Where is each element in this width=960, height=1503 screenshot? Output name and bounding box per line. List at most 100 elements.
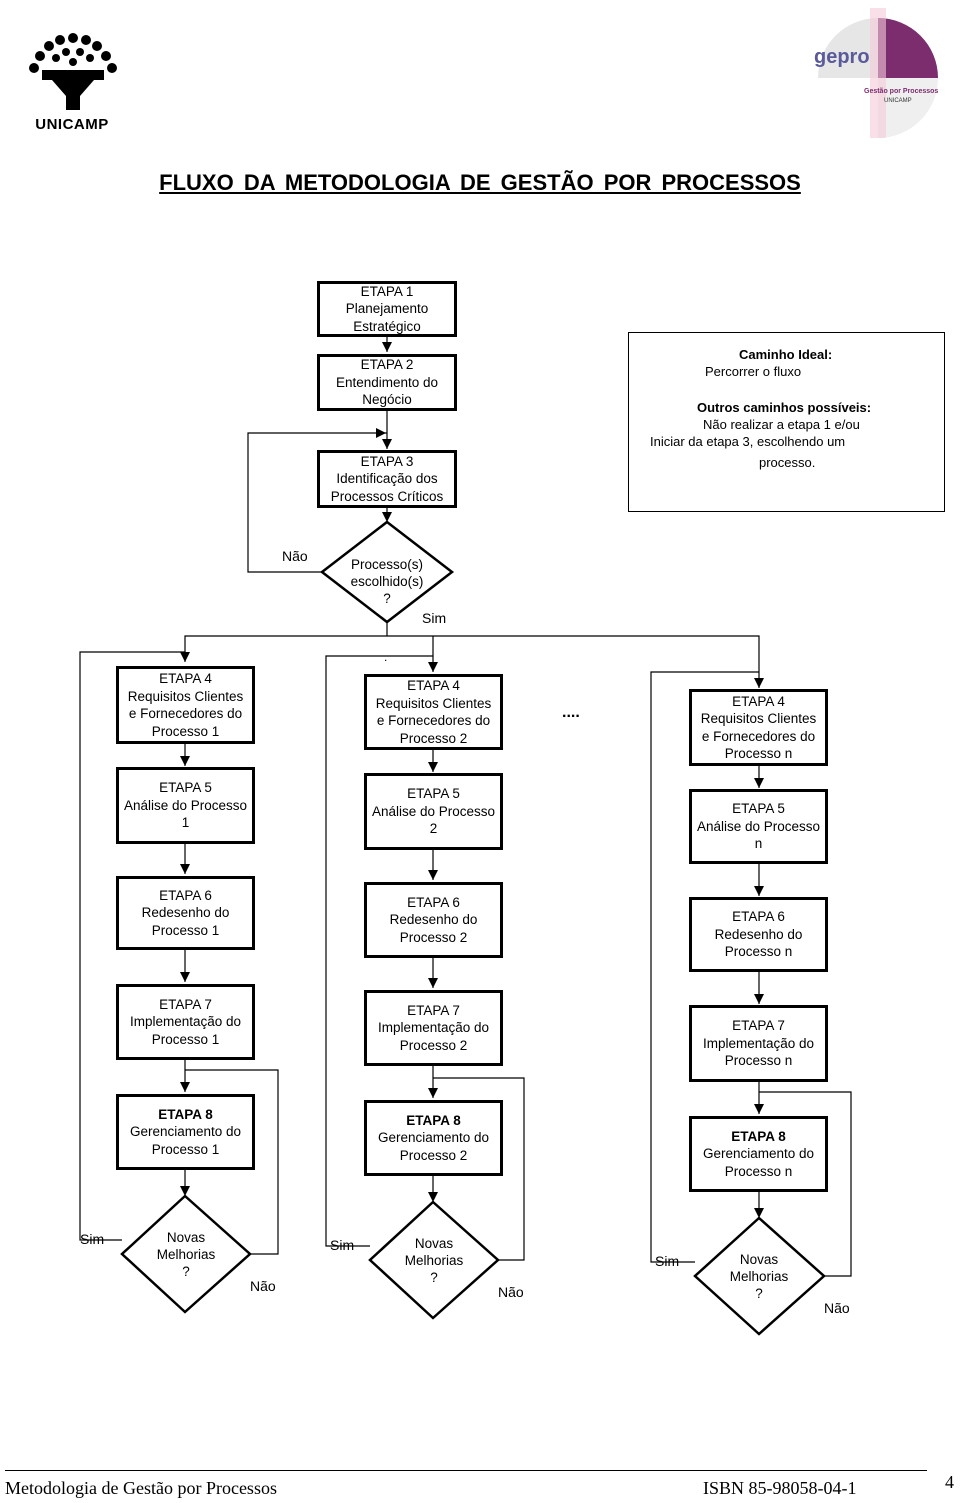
columns-ellipsis: .... <box>562 704 580 721</box>
gepro-emblem-icon <box>818 8 938 138</box>
decision-line: ? <box>182 1264 190 1279</box>
etapa8-line: Gerenciamento do <box>129 1124 242 1140</box>
decision-diamond-2 <box>368 1200 500 1320</box>
decision-text-coln: Novas Melhorias ? <box>713 1251 805 1302</box>
decision-diamond-main <box>319 520 455 624</box>
decision-main-line: Processo(s) <box>350 557 423 572</box>
decision-diamond-1 <box>120 1194 252 1314</box>
etapa7-title: ETAPA 7 <box>159 996 212 1012</box>
decision-main-line: escolhido(s) <box>350 574 424 589</box>
etapa4-line: Requisitos Clientes <box>700 711 817 726</box>
etapa7-line: Implementação do <box>129 1014 242 1030</box>
decision-main-dot: . <box>384 650 388 664</box>
unicamp-logo-text: UNICAMP <box>35 116 109 133</box>
etapa4-line: e Fornecedores do <box>701 728 816 744</box>
etapa8-line: Processo 2 <box>399 1147 468 1163</box>
note-ideal-title: Caminho Ideal: <box>739 347 833 362</box>
decision-text-col1: Novas Melhorias ? <box>140 1229 232 1280</box>
decision-main-no-label: Não <box>282 548 308 564</box>
decision-main-text: Processo(s) escolhido(s) ? <box>322 556 452 607</box>
decision-line: Melhorias <box>404 1253 464 1268</box>
etapa1-title: ETAPA 1 <box>360 283 414 299</box>
note-others-line2: Iniciar da etapa 3, escolhendo um <box>650 434 846 449</box>
etapa3-box: ETAPA 3 Identificação dos Processos Crít… <box>317 450 457 508</box>
page-title: FLUXO DA METODOLOGIA DE GESTÃO POR PROCE… <box>159 170 801 195</box>
etapa5-line: 1 <box>181 815 190 831</box>
etapa7-line: Processo 1 <box>151 1031 220 1047</box>
page-number: 4 <box>945 1472 954 1492</box>
footer-title: Metodologia de Gestão por Processos <box>5 1478 277 1498</box>
etapa8-line: Gerenciamento do <box>702 1146 815 1162</box>
etapa2-line: Entendimento do <box>335 374 439 390</box>
etapa7-line: Implementação do <box>702 1035 815 1051</box>
decision-main-line: ? <box>383 591 391 606</box>
decision-line: Novas <box>166 1230 206 1245</box>
decision-main-yes-label: Sim <box>422 610 447 626</box>
etapa7-title: ETAPA 7 <box>407 1002 460 1018</box>
etapa3-title: ETAPA 3 <box>360 453 414 469</box>
note-others-line3: processo. <box>759 455 816 470</box>
etapa7-title: ETAPA 7 <box>732 1018 785 1034</box>
etapa6-line: Redesenho do <box>714 926 803 942</box>
etapa8-title: ETAPA 8 <box>158 1106 213 1122</box>
note-others-line1: Não realizar a etapa 1 e/ou <box>703 417 860 432</box>
etapa5-box-coln: ETAPA 5 Análise do Processo n <box>689 789 828 864</box>
etapa5-line: Análise do Processo <box>371 803 496 819</box>
etapa2-line: Negócio <box>362 392 412 408</box>
etapa8-line: Processo n <box>724 1163 793 1179</box>
etapa6-line: Processo n <box>724 944 793 960</box>
decision-line: Melhorias <box>729 1269 789 1284</box>
etapa5-box-col1: ETAPA 5 Análise do Processo 1 <box>116 767 255 844</box>
etapa6-line: Redesenho do <box>141 905 230 921</box>
etapa5-title: ETAPA 5 <box>407 786 460 802</box>
etapa7-box-coln: ETAPA 7 Implementação do Processo n <box>689 1005 828 1082</box>
decision-line: ? <box>430 1270 438 1285</box>
etapa8-box-coln: ETAPA 8 Gerenciamento do Processo n <box>689 1116 828 1192</box>
etapa1-line: Estratégico <box>353 318 421 334</box>
etapa5-title: ETAPA 5 <box>732 801 785 817</box>
etapa5-line: Análise do Processo <box>696 818 821 834</box>
decision-yes-label-col2: Sim <box>330 1237 355 1253</box>
etapa7-line: Implementação do <box>377 1020 490 1036</box>
etapa6-box-col2: ETAPA 6 Redesenho do Processo 2 <box>364 882 503 958</box>
etapa5-title: ETAPA 5 <box>159 780 212 796</box>
etapa5-line: Análise do Processo <box>123 797 248 813</box>
decision-diamond-n <box>693 1216 826 1336</box>
etapa4-line: Requisitos Clientes <box>375 695 492 711</box>
etapa6-title: ETAPA 6 <box>159 887 212 903</box>
decision-yes-label-coln: Sim <box>655 1253 680 1269</box>
footer-divider <box>5 1470 927 1471</box>
etapa4-line: e Fornecedores do <box>376 713 491 728</box>
etapa8-title: ETAPA 8 <box>731 1128 786 1144</box>
decision-line: Melhorias <box>156 1247 216 1262</box>
etapa1-line: Planejamento <box>345 301 429 317</box>
etapa6-box-coln: ETAPA 6 Redesenho do Processo n <box>689 897 828 972</box>
decision-no-label-col2: Não <box>498 1284 524 1300</box>
etapa4-box-col1: ETAPA 4 Requisitos Clientes e Fornecedor… <box>116 666 255 744</box>
note-ideal-text: Percorrer o fluxo <box>705 364 802 379</box>
etapa8-line: Gerenciamento do <box>377 1130 490 1146</box>
etapa7-box-col2: ETAPA 7 Implementação do Processo 2 <box>364 990 503 1066</box>
gepro-logo: gepro Gestão por Processos UNICAMP <box>808 8 948 138</box>
etapa6-line: Processo 2 <box>399 929 468 945</box>
etapa6-box-col1: ETAPA 6 Redesenho do Processo 1 <box>116 876 255 950</box>
etapa4-line: Requisitos Clientes <box>127 688 244 704</box>
etapa4-title: ETAPA 4 <box>732 693 785 709</box>
etapa7-line: Processo 2 <box>399 1037 468 1053</box>
etapa5-line: 2 <box>429 821 438 837</box>
footer-isbn: ISBN 85-98058-04-1 <box>703 1478 857 1498</box>
etapa4-box-col2: ETAPA 4 Requisitos Clientes e Fornecedor… <box>364 674 503 750</box>
gepro-logo-sub2: UNICAMP <box>884 98 912 104</box>
note-box: Caminho Ideal: Percorrer o fluxo Outros … <box>628 332 945 512</box>
decision-yes-label-col1: Sim <box>80 1231 105 1247</box>
etapa1-box: ETAPA 1 Planejamento Estratégico <box>317 281 457 337</box>
etapa5-line: n <box>754 836 763 852</box>
etapa4-title: ETAPA 4 <box>159 671 212 686</box>
etapa4-line: Processo 1 <box>151 723 220 739</box>
unicamp-logo: UNICAMP <box>22 26 122 136</box>
etapa7-box-col1: ETAPA 7 Implementação do Processo 1 <box>116 984 255 1060</box>
note-others-title: Outros caminhos possíveis: <box>697 400 872 415</box>
etapa2-box: ETAPA 2 Entendimento do Negócio <box>317 354 457 411</box>
unicamp-emblem-icon <box>29 33 117 110</box>
